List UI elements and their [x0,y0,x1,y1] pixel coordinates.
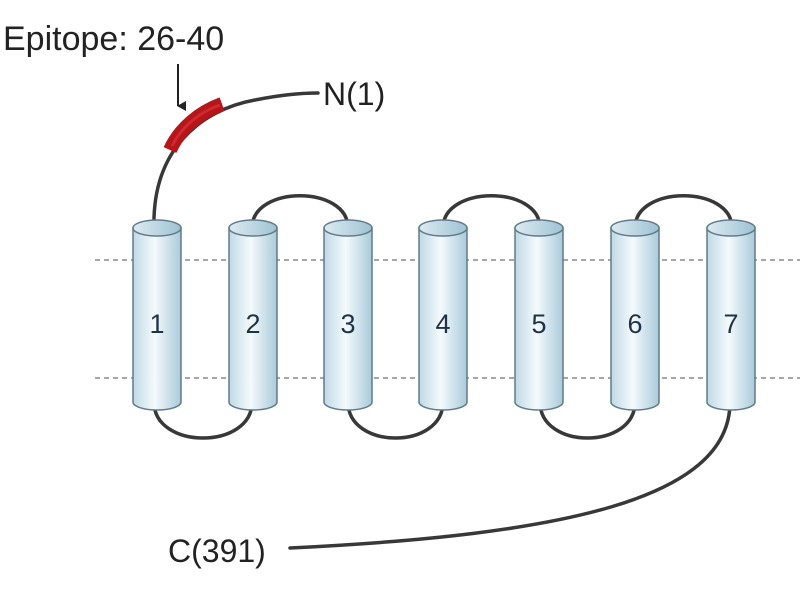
helix-5-body [514,227,564,411]
helix-6: 6 [610,219,660,411]
helix-2: 2 [228,219,278,411]
helix-2-number: 2 [245,309,260,339]
extracellular-loop-2 [441,194,542,230]
helix-7: 7 [706,219,756,411]
extracellular-loop-3 [633,194,734,230]
helix-3-body [323,227,373,411]
polypeptide-chain [152,91,734,550]
helix-2-body [228,227,278,411]
helix-4: 4 [418,219,468,411]
helix-4-body [418,227,468,411]
helix-5: 5 [514,219,564,411]
helix-1-body [132,227,182,411]
helix-1-number: 1 [149,309,164,339]
helix-1: 1 [132,219,182,411]
helix-5-top-cap [514,219,564,237]
helix-1-top-cap [132,219,182,237]
epitope-segment [163,97,225,154]
helix-3: 3 [323,219,373,411]
n-terminus-label: N(1) [323,76,385,112]
c-terminal-tail [288,400,732,550]
helix-4-number: 4 [435,309,450,339]
c-terminus-label: C(391) [168,533,266,569]
helix-5-number: 5 [531,309,546,339]
helix-6-body [610,227,660,411]
intracellular-loop-1 [152,400,254,440]
helix-7-body [706,227,756,411]
epitope-label: Epitope: 26-40 [3,20,224,58]
helix-3-top-cap [323,219,373,237]
intracellular-loop-3 [538,400,637,440]
helix-6-top-cap [610,219,660,237]
intracellular-loop-2 [346,400,445,440]
helix-7-top-cap [706,219,756,237]
transmembrane-helices: 1 2 3 4 5 6 7 [132,219,756,411]
helix-4-top-cap [418,219,468,237]
helix-7-number: 7 [723,309,738,339]
helix-3-number: 3 [340,309,355,339]
extracellular-loop-1 [250,194,350,230]
n-terminal-tail [152,91,320,230]
epitope-segment-highlight [170,103,221,147]
helix-2-top-cap [228,219,278,237]
helix-6-number: 6 [627,309,642,339]
